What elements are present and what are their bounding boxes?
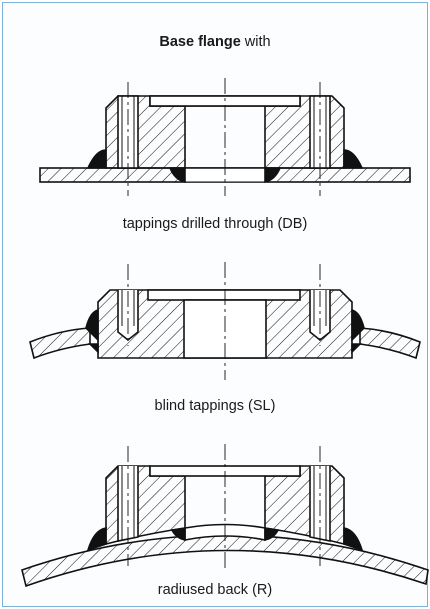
flange-blind-tappings <box>29 262 421 380</box>
flange-body-right <box>264 95 345 169</box>
flange-drilled-through <box>39 78 411 196</box>
curved-plate <box>21 534 429 588</box>
flange-radiused-back <box>21 444 429 588</box>
title-bold: Base flange <box>159 34 241 50</box>
figure-title: Base flange with <box>0 34 430 50</box>
caption-drilled-through: tappings drilled through (DB) <box>122 216 308 232</box>
caption-radiused-back: radiused back (R) <box>157 582 273 598</box>
caption-blind-tappings: blind tappings (SL) <box>154 398 276 414</box>
title-rest: with <box>240 34 271 50</box>
